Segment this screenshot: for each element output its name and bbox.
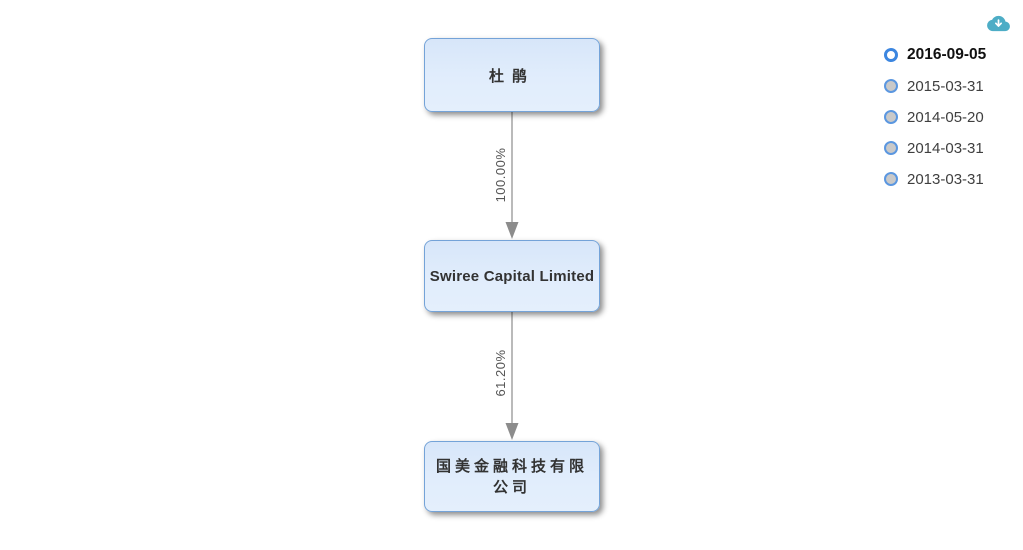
edge-arrowhead-1 (505, 222, 519, 239)
timeline-date-label: 2014-03-31 (907, 139, 984, 157)
timeline-date-label: 2015-03-31 (907, 77, 984, 95)
radio-selected-icon[interactable] (884, 48, 898, 62)
radio-icon[interactable] (884, 79, 898, 93)
timeline-date-label: 2016-09-05 (907, 46, 987, 63)
date-timeline: 2016-09-05 2015-03-31 2014-05-20 2014-03… (884, 46, 987, 202)
radio-icon[interactable] (884, 110, 898, 124)
node-gome-finance[interactable]: 国美金融科技有限公司 (424, 441, 600, 512)
timeline-item-2014-03-31[interactable]: 2014-03-31 (884, 139, 986, 157)
timeline-date-label: 2014-05-20 (907, 108, 984, 126)
edge-arrowhead-2 (505, 423, 519, 440)
radio-icon[interactable] (884, 141, 898, 155)
timeline-item-2014-05-20[interactable]: 2014-05-20 (884, 108, 986, 126)
timeline-date-label: 2013-03-31 (907, 170, 984, 188)
timeline-item-2013-03-31[interactable]: 2013-03-31 (884, 170, 986, 188)
cloud-download-icon (986, 15, 1010, 31)
timeline-item-2015-03-31[interactable]: 2015-03-31 (884, 77, 986, 95)
node-swiree-capital[interactable]: Swiree Capital Limited (424, 240, 600, 312)
node-label: Swiree Capital Limited (429, 267, 595, 285)
timeline-item-2016-09-05[interactable]: 2016-09-05 (884, 46, 987, 63)
node-label: 杜鹃 (488, 67, 535, 85)
ownership-percent-label: 100.00% (493, 147, 508, 203)
download-button[interactable] (986, 13, 1010, 33)
radio-icon[interactable] (884, 172, 898, 186)
node-shareholder-dujuan[interactable]: 杜鹃 (424, 38, 600, 112)
node-label: 国美金融科技有限公司 (435, 457, 588, 496)
ownership-percent-label: 61.20% (493, 349, 508, 397)
